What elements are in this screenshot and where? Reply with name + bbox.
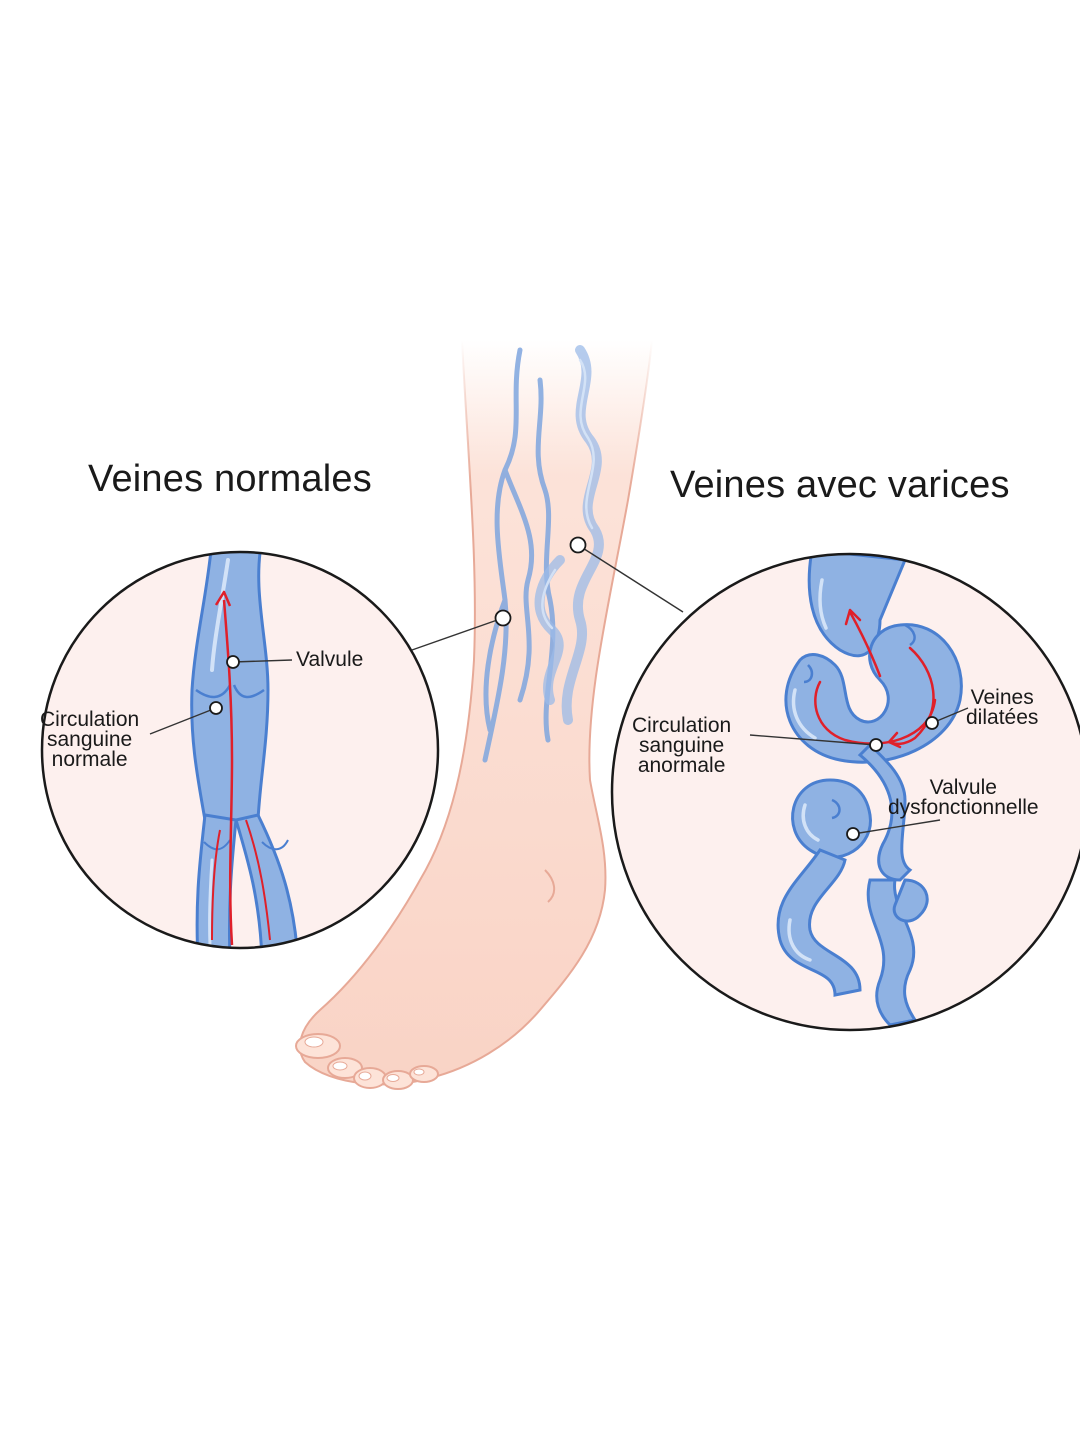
leg-foot	[295, 339, 654, 1090]
label-line: Veines	[970, 686, 1034, 709]
label-line: sanguine	[638, 734, 725, 757]
connector-lines	[149, 544, 969, 835]
leg-veins	[482, 345, 604, 763]
label-line: dysfonctionnelle	[888, 796, 1039, 819]
label-line: sanguine	[46, 728, 133, 751]
normal-vein-zoom	[40, 550, 440, 950]
dysfunctional-valve-marker	[846, 827, 860, 841]
leg-marker-normal	[494, 609, 512, 627]
label-line: Valvule	[929, 776, 997, 799]
label-line: normale	[51, 748, 128, 771]
abnormal-flow-marker	[869, 738, 883, 752]
valve-marker	[226, 655, 240, 669]
label-normal-circulation: Circulation sanguine normale	[40, 708, 140, 771]
dilated-vein-marker	[925, 716, 939, 730]
label-abnormal-circulation: Circulation sanguine anormale	[632, 714, 732, 777]
title-normal-veins: Veines normales	[88, 458, 372, 500]
label-line: dilatées	[966, 706, 1039, 729]
label-valvule: Valvule	[296, 648, 364, 671]
label-line: Circulation	[632, 714, 732, 737]
label-line: anormale	[637, 754, 726, 777]
label-dilated-veins: Veines dilatées	[966, 686, 1039, 729]
label-dysfunctional-valve: Valvule dysfonctionnelle	[888, 776, 1039, 819]
title-varicose-veins: Veines avec varices	[670, 464, 1010, 506]
marker-dots	[209, 536, 939, 841]
normal-flow-marker	[209, 701, 223, 715]
leg-marker-varicose	[569, 536, 587, 554]
label-line: Circulation	[40, 708, 140, 731]
